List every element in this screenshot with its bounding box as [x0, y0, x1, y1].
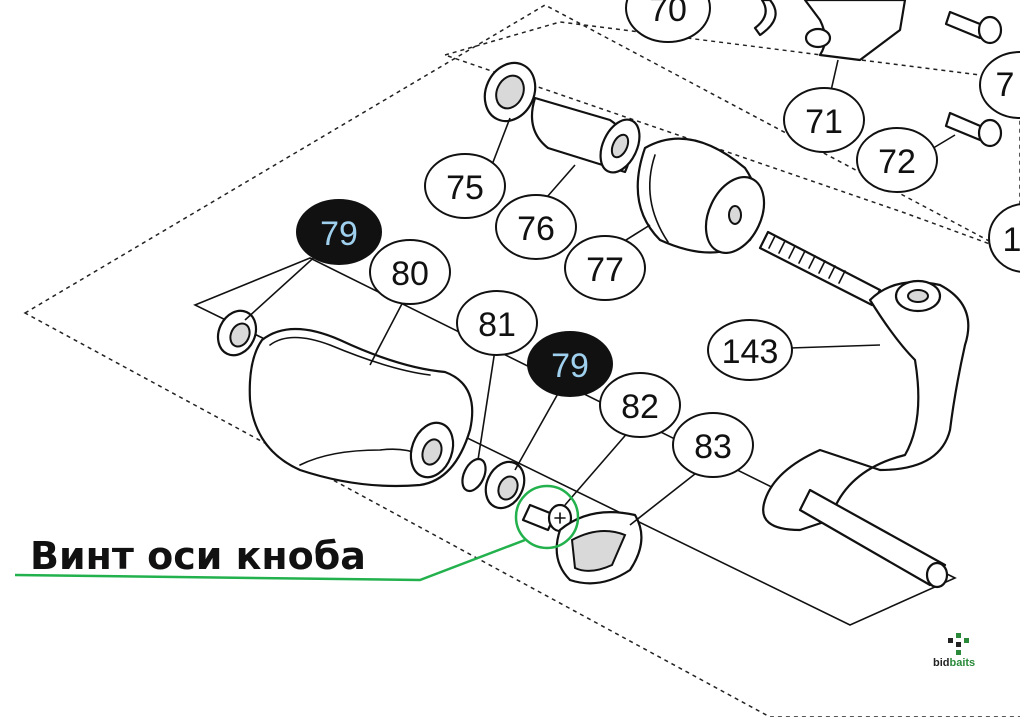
leader-75	[489, 117, 511, 171]
knob-cap-83	[555, 511, 643, 585]
handle-arm-143	[758, 230, 970, 589]
svg-text:72: 72	[878, 143, 916, 181]
upper-dashed-frame	[442, 21, 1020, 256]
screw-7x	[944, 10, 1003, 45]
svg-text:bidbaits: bidbaits	[933, 657, 975, 669]
bearing-79-left	[216, 309, 258, 357]
callout-1x: 1	[988, 203, 1020, 273]
callout-143: 143	[707, 319, 793, 381]
callout-72: 72	[856, 127, 938, 193]
screw-72	[944, 111, 1003, 148]
screw-highlight-circle	[514, 484, 580, 550]
washer-75	[483, 61, 537, 123]
annotation-text: Винт оси кноба	[30, 534, 366, 578]
svg-text:70: 70	[649, 0, 687, 29]
svg-text:76: 76	[517, 210, 555, 248]
handle-knob-80	[248, 327, 474, 488]
callout-80: 80	[369, 239, 451, 305]
outer-dashed-frame	[23, 4, 1020, 717]
annotation-leader	[14, 538, 526, 582]
callout-77: 77	[564, 235, 646, 301]
svg-text:7: 7	[996, 66, 1015, 104]
callout-70: 70	[625, 0, 711, 43]
leader-79b	[514, 389, 561, 471]
svg-text:71: 71	[805, 103, 843, 141]
leader-80	[369, 297, 406, 366]
svg-text:1: 1	[1003, 221, 1020, 259]
callout-83: 83	[672, 412, 754, 478]
callout-79a: 79	[296, 199, 382, 265]
ring-81	[461, 457, 487, 493]
svg-text:80: 80	[391, 255, 429, 293]
leader-82	[564, 429, 631, 506]
svg-text:79: 79	[320, 215, 358, 253]
leader-79a	[244, 251, 321, 321]
callout-76: 76	[495, 194, 577, 260]
callout-7x: 7	[979, 51, 1020, 119]
logo-text-baits: baits	[950, 657, 976, 669]
svg-text:83: 83	[694, 428, 732, 466]
logo-mark-icon	[948, 633, 969, 655]
svg-text:81: 81	[478, 306, 516, 344]
leader-83	[629, 469, 701, 526]
callout-75: 75	[424, 153, 506, 219]
svg-text:79: 79	[551, 347, 589, 385]
callout-81: 81	[456, 290, 538, 356]
callout-79b: 79	[527, 331, 613, 397]
callout-71: 71	[783, 87, 865, 153]
callout-82: 82	[599, 372, 681, 438]
bearing-79-right	[484, 460, 526, 510]
body-fragment	[753, 0, 907, 62]
leader-143	[789, 344, 881, 349]
svg-text:75: 75	[446, 169, 484, 207]
bidbaits-logo: bidbaits	[933, 633, 975, 669]
svg-text:77: 77	[586, 251, 624, 289]
svg-text:143: 143	[722, 333, 779, 371]
cap-77	[636, 137, 766, 254]
sleeve-76	[530, 96, 641, 174]
logo-text-bid: bid	[933, 657, 950, 669]
svg-text:82: 82	[621, 388, 659, 426]
leader-81	[477, 349, 496, 461]
